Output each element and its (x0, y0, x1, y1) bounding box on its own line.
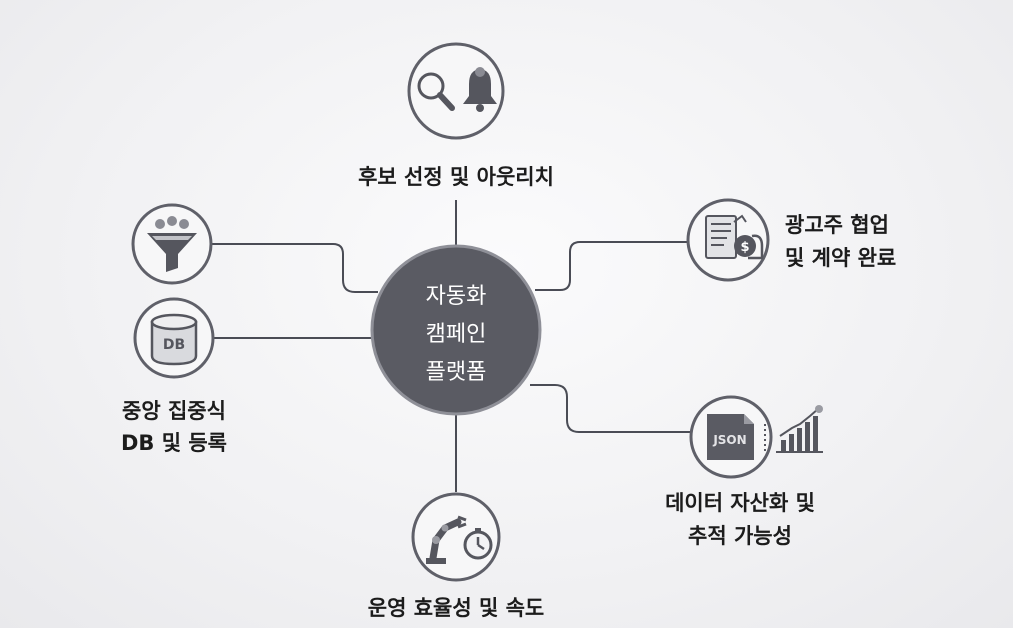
node-right-bottom-label-line2: 추적 가능성 (688, 524, 792, 548)
hub: 자동화 캠페인 플랫폼 (370, 244, 542, 416)
svg-text:$: $ (740, 240, 749, 255)
contract-coin-icon: $ (705, 214, 764, 260)
node-bottom: 운영 효율성 및 속도 (368, 492, 545, 620)
search-icon (417, 72, 455, 111)
json-file-icon: JSON (707, 414, 754, 460)
database-icon: DB (150, 313, 198, 366)
connector-right-bottom (530, 384, 690, 433)
node-top: 후보 선정 및 아웃리치 (358, 42, 554, 189)
node-right-bottom-label-line1: 데이터 자산화 및 (665, 491, 815, 515)
hub-label-line3: 플랫폼 (426, 360, 487, 385)
people-funnel-icon (147, 216, 197, 272)
growth-chart-icon (764, 405, 823, 453)
hub-label-line1: 자동화 (426, 284, 487, 309)
node-top-label: 후보 선정 및 아웃리치 (358, 165, 554, 189)
json-file-icon-text: JSON (712, 433, 746, 447)
node-bottom-label: 운영 효율성 및 속도 (368, 596, 545, 620)
clock-icon (463, 528, 493, 560)
robot-arm-icon (426, 515, 467, 564)
node-right-top: $ 광고주 협업 및 계약 완료 (686, 198, 896, 282)
node-left-bottom-label-line2: DB 및 등록 (121, 431, 227, 455)
node-left-top (131, 203, 213, 285)
database-icon-text: DB (163, 337, 185, 353)
node-left-bottom: DB 중앙 집중식 DB 및 등록 (121, 297, 227, 455)
bell-icon (463, 67, 497, 112)
connector-left-top (210, 243, 378, 293)
node-left-bottom-label-line1: 중앙 집중식 (122, 399, 226, 423)
connector-right-top (535, 241, 687, 291)
node-right-top-label-line2: 및 계약 완료 (785, 246, 896, 270)
hub-circle (370, 244, 542, 416)
hub-label-line2: 캠페인 (426, 322, 487, 347)
connectors (210, 200, 690, 492)
node-right-top-label-line1: 광고주 협업 (785, 213, 889, 237)
node-right-bottom: JSON 데이터 자산화 및 추적 가능성 (665, 395, 823, 548)
